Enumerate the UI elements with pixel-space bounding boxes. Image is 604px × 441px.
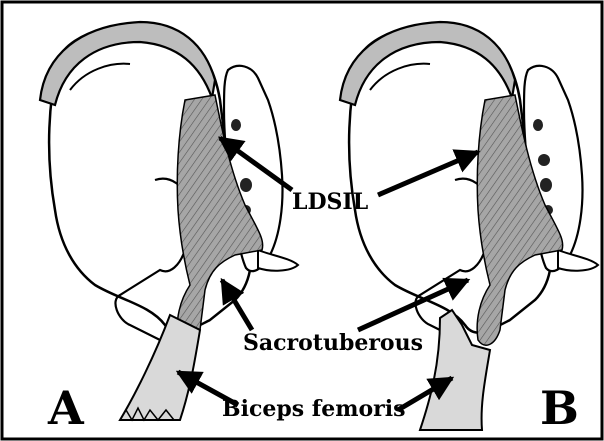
- panel-a-foramen-1: [231, 119, 241, 131]
- panel-a-foramen-2: [240, 178, 252, 192]
- ldsil-label: LDSIL: [292, 189, 368, 215]
- biceps-femoris-label: Biceps femoris: [222, 396, 406, 422]
- panel-b-foramen-2: [538, 154, 550, 166]
- panel-b-foramen-1: [533, 119, 543, 131]
- sacrotuberous-label: Sacrotuberous: [243, 330, 423, 356]
- panel-b-letter: B: [540, 381, 579, 435]
- panel-a-letter: A: [47, 381, 85, 435]
- panel-b-foramen-3: [540, 178, 552, 192]
